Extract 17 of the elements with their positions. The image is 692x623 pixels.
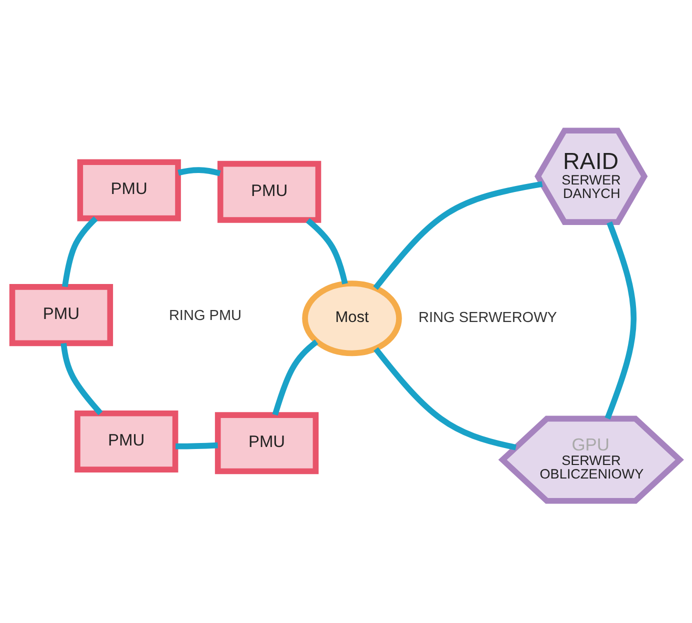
connector xyxy=(62,216,98,287)
connector xyxy=(60,342,103,415)
node-box: PMU xyxy=(214,412,319,474)
node-box: PMU xyxy=(9,284,114,346)
label: RING SERWEROWY xyxy=(418,309,557,326)
connector xyxy=(306,218,348,284)
node-box: PMU xyxy=(217,160,322,222)
node-box: PMU xyxy=(77,158,181,221)
connector xyxy=(604,220,637,419)
connector xyxy=(272,339,318,416)
node-box: PMU xyxy=(74,410,178,472)
connector xyxy=(178,166,221,176)
connector xyxy=(374,346,516,450)
connector xyxy=(373,180,543,290)
connector xyxy=(176,442,218,449)
label: RING PMU xyxy=(168,308,242,324)
node-ellipse: Most xyxy=(302,280,402,356)
